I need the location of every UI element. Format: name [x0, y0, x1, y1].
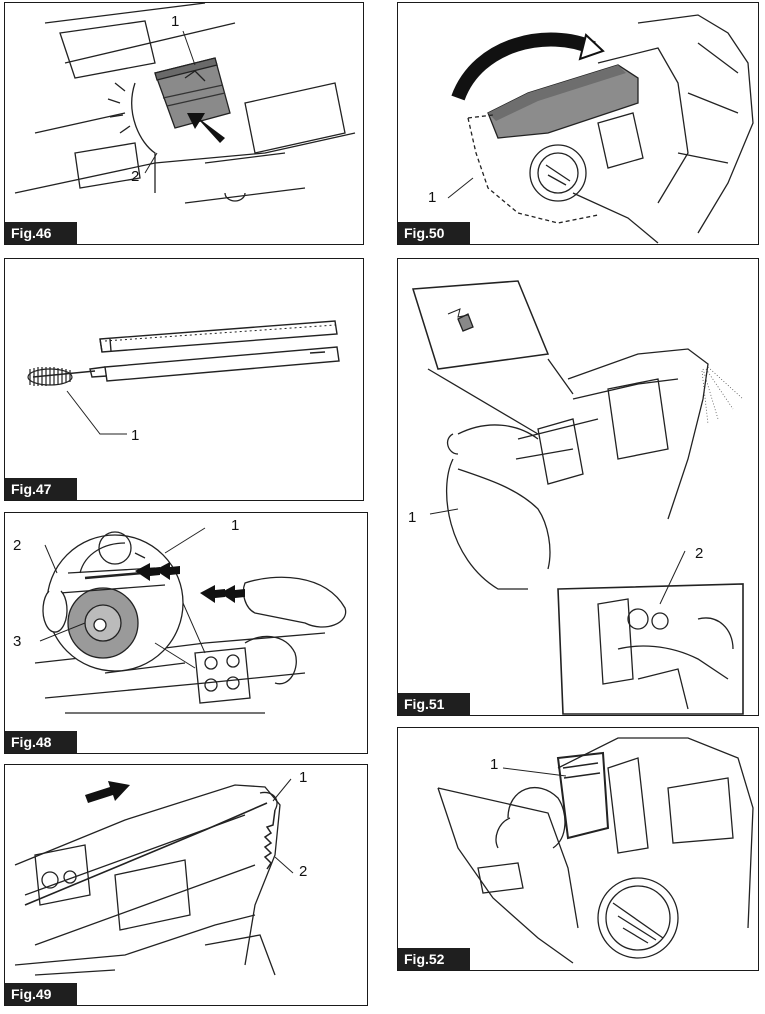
- callout-2: 2: [299, 863, 308, 880]
- figure-label: Fig.47: [5, 478, 77, 500]
- figure-label: Fig.49: [5, 983, 77, 1005]
- figure-46-illustration: [14, 3, 356, 204]
- figure-46: 1 2 Fig.46: [4, 2, 364, 245]
- figure-49: 1 2 Fig.49: [4, 764, 368, 1006]
- callout-2: 2: [131, 168, 140, 185]
- figure-49-illustration: [14, 778, 294, 976]
- callout-1: 1: [231, 517, 240, 534]
- figure-label: Fig.46: [5, 222, 77, 244]
- figure-label: Fig.48: [5, 731, 77, 753]
- figure-label: Fig.51: [398, 693, 470, 715]
- callout-1: 1: [171, 13, 180, 30]
- figure-51-illustration: [412, 280, 744, 715]
- callout-3: 3: [13, 633, 22, 650]
- figure-52-illustration: [437, 737, 754, 964]
- figure-52: 1 Fig.52: [397, 727, 759, 971]
- callout-1: 1: [428, 189, 437, 206]
- figure-label: Fig.52: [398, 948, 470, 970]
- callout-1: 1: [299, 769, 308, 786]
- callout-2: 2: [695, 545, 704, 562]
- callout-1: 1: [490, 756, 499, 773]
- figure-50-illustration: [447, 14, 754, 244]
- figure-50: 1 Fig.50: [397, 2, 759, 245]
- figure-label: Fig.50: [398, 222, 470, 244]
- figure-48-illustration: [34, 527, 347, 714]
- callout-1: 1: [131, 427, 140, 444]
- figure-48: 1 2 3 Fig.48: [4, 512, 368, 754]
- callout-1: 1: [408, 509, 417, 526]
- figure-47: 1 Fig.47: [4, 258, 364, 501]
- callout-2: 2: [13, 537, 22, 554]
- figure-47-illustration: [27, 320, 340, 435]
- figure-51: 1 2 Fig.51: [397, 258, 759, 716]
